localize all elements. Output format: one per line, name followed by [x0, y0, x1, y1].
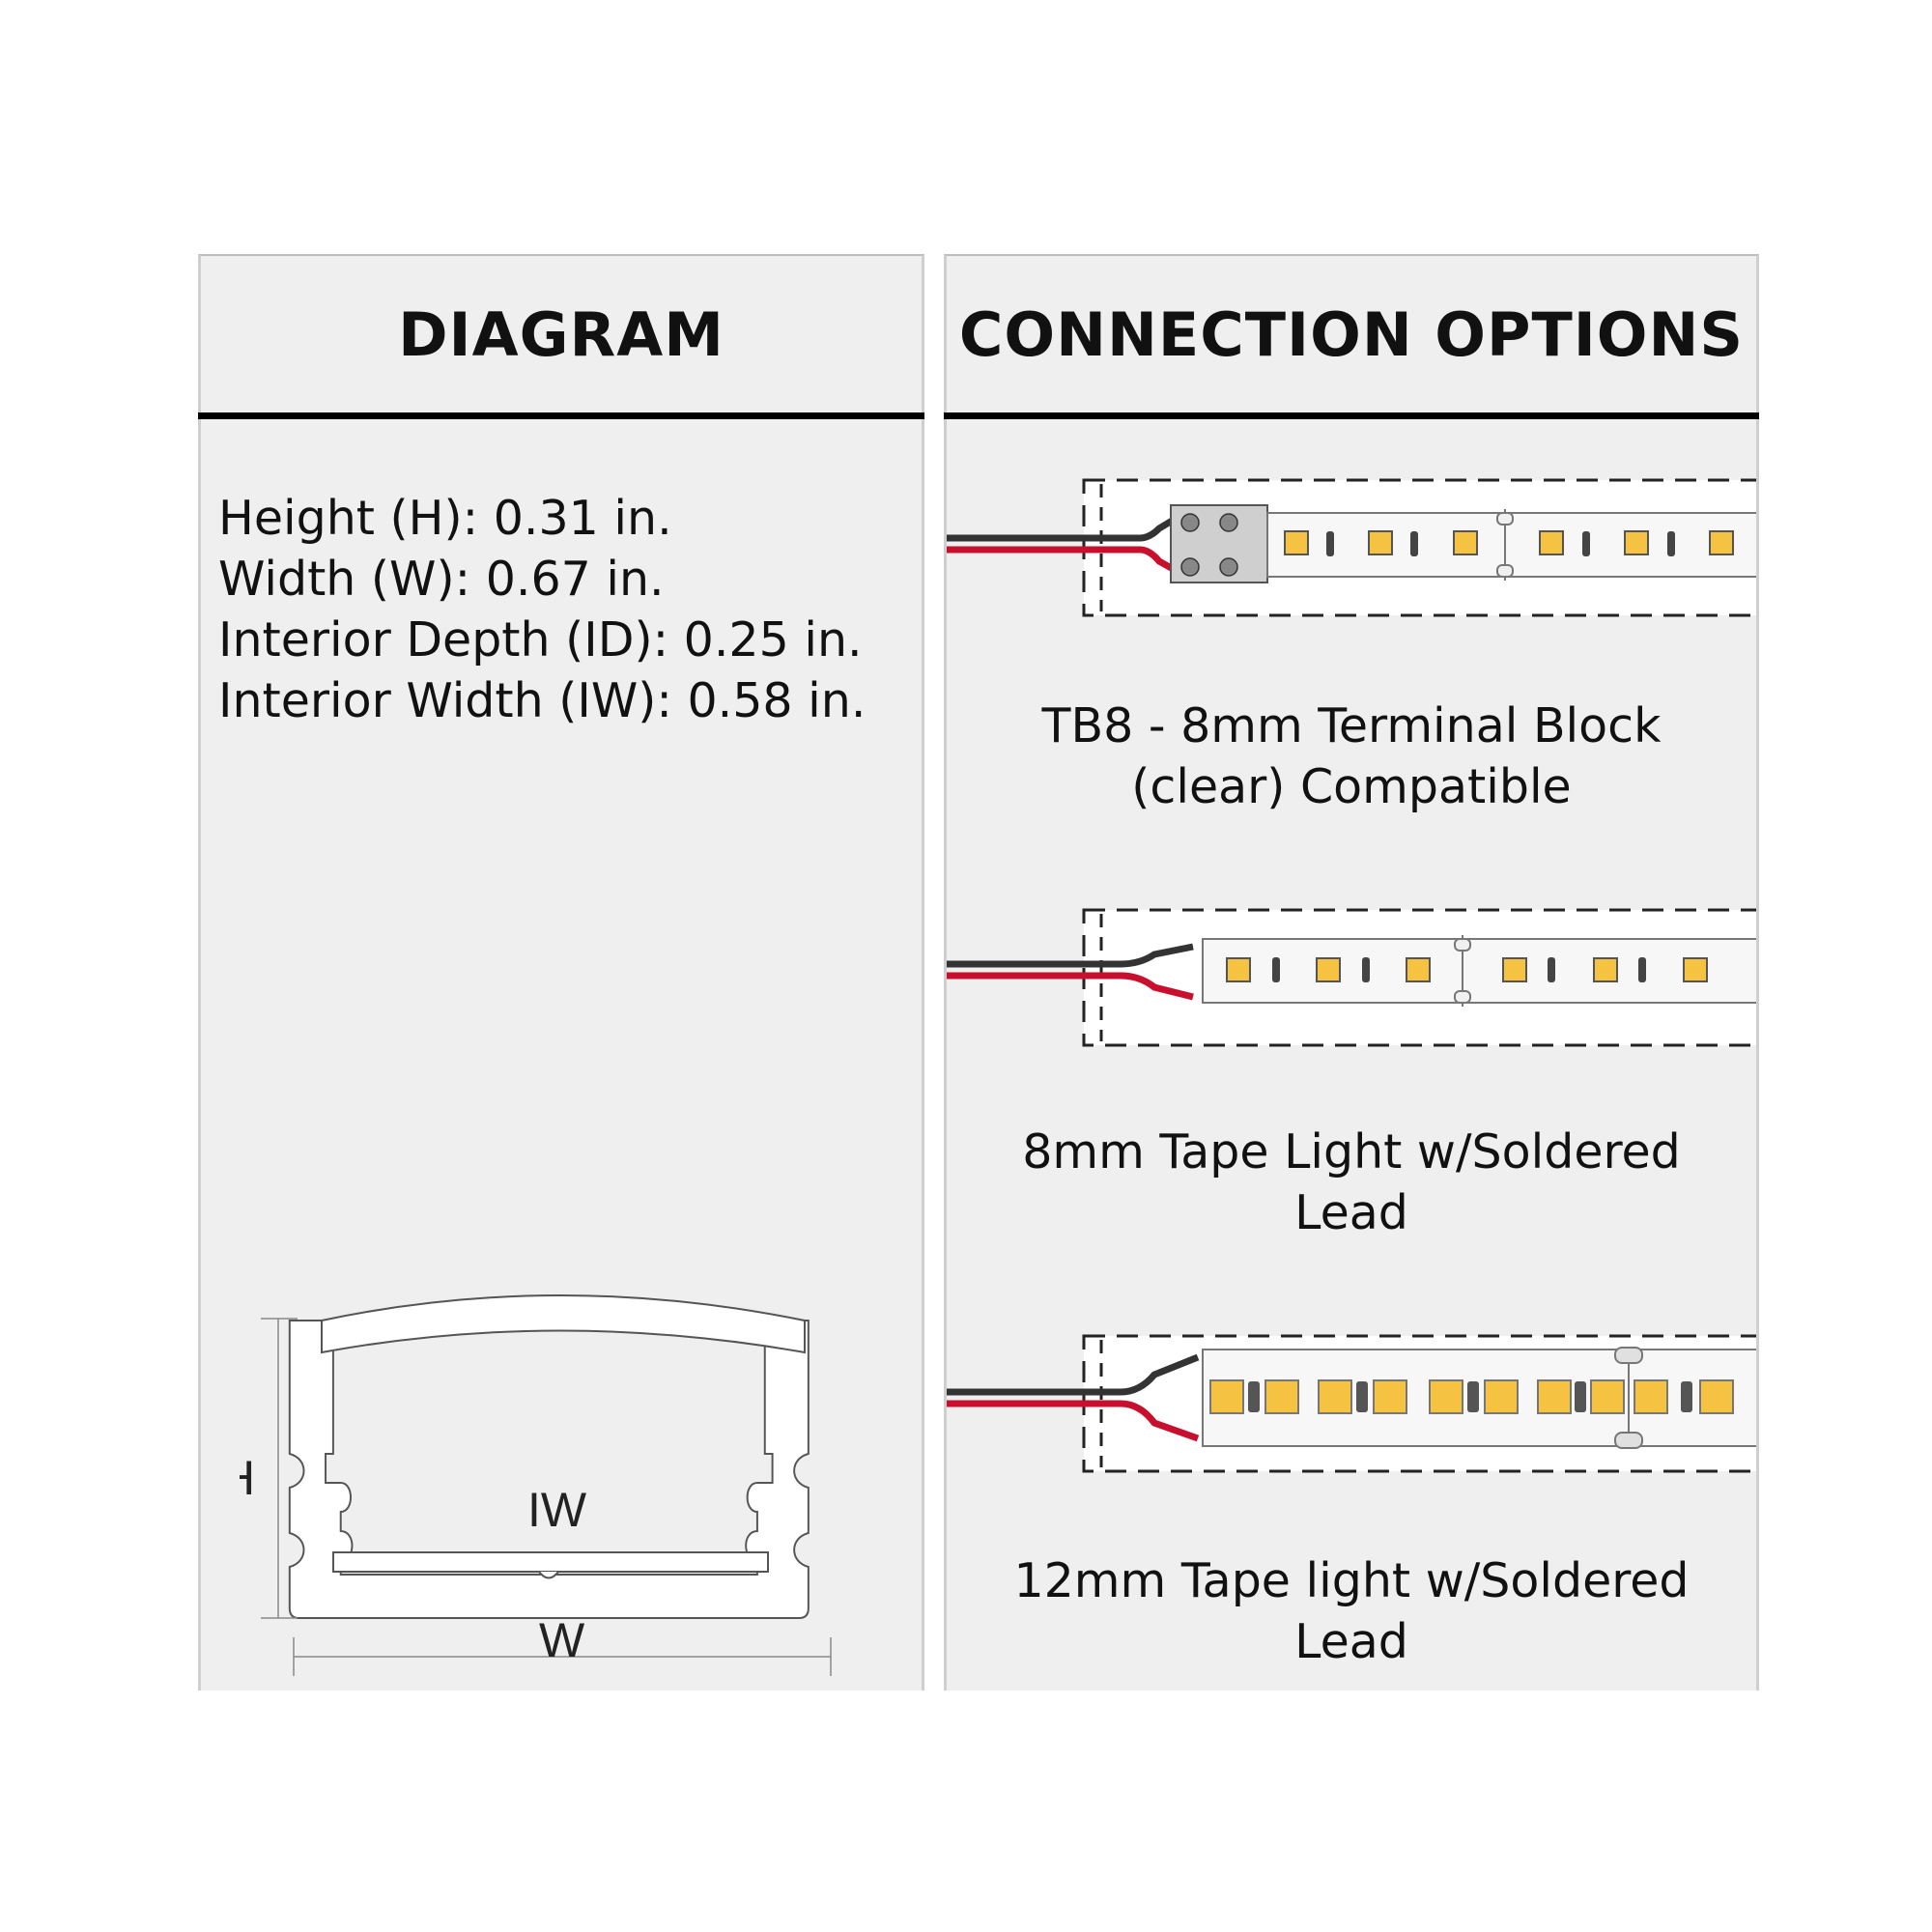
- connection-options-title: CONNECTION OPTIONS: [958, 298, 1745, 370]
- red-wire: [947, 972, 1194, 1001]
- led-row: [1226, 957, 1708, 982]
- option-2-caption-line1: 8mm Tape Light w/Soldered: [1022, 1124, 1681, 1179]
- channel-profile-drawing: H IW W: [240, 1294, 832, 1676]
- strip-notch: [538, 1571, 559, 1579]
- option-1-caption: TB8 - 8mm Terminal Block (clear) Compati…: [947, 696, 1756, 817]
- option-1-caption-line1: TB8 - 8mm Terminal Block: [1041, 698, 1662, 753]
- width-dimension: [293, 1637, 832, 1676]
- width-label: W: [539, 1613, 585, 1667]
- red-wire: [947, 1400, 1200, 1442]
- tape-strip: [1202, 938, 1756, 1004]
- option-3-caption: 12mm Tape light w/Soldered Lead: [947, 1550, 1756, 1672]
- red-wire: [947, 546, 1185, 579]
- resistor-row: [1326, 531, 1675, 556]
- led-row: [1284, 530, 1734, 555]
- option-1-caption-line2: (clear) Compatible: [1131, 759, 1572, 814]
- option-2-caption-line2: Lead: [1294, 1185, 1408, 1240]
- height-label: H: [240, 1451, 255, 1505]
- spec-width: Width (W): 0.67 in.: [218, 552, 665, 607]
- cut-point: [1454, 935, 1471, 1007]
- black-wire: [947, 1353, 1200, 1396]
- terminal-block-illustration: [947, 478, 1756, 617]
- 12mm-soldered-lead-illustration: [947, 1334, 1756, 1473]
- resistor-row: [1272, 957, 1646, 982]
- diagram-header: DIAGRAM: [198, 256, 924, 419]
- spec-height: Height (H): 0.31 in.: [218, 491, 672, 546]
- diagram-title: DIAGRAM: [398, 298, 724, 370]
- channel-outer-outline: [288, 1320, 810, 1619]
- black-wire: [947, 510, 1185, 542]
- resistor-row: [1248, 1381, 1692, 1412]
- black-wire: [947, 943, 1194, 968]
- led-row: [1209, 1379, 1734, 1414]
- interior-strip: [332, 1551, 769, 1573]
- spec-interior-depth: Interior Depth (ID): 0.25 in.: [218, 612, 863, 668]
- cut-point: [1614, 1347, 1643, 1449]
- option-2-caption: 8mm Tape Light w/Soldered Lead: [947, 1122, 1756, 1243]
- interior-width-label: IW: [527, 1483, 587, 1537]
- connection-options-header: CONNECTION OPTIONS: [944, 256, 1759, 419]
- height-dimension: [261, 1318, 298, 1619]
- option-3-caption-line1: 12mm Tape light w/Soldered: [1013, 1553, 1690, 1608]
- option-3-caption-line2: Lead: [1294, 1614, 1408, 1669]
- 8mm-soldered-lead-illustration: [947, 908, 1756, 1047]
- spec-interior-width: Interior Width (IW): 0.58 in.: [218, 673, 867, 728]
- cut-point: [1496, 509, 1514, 581]
- diffuser-cover: [321, 1294, 806, 1354]
- spec-list: Height (H): 0.31 in. Width (W): 0.67 in.…: [218, 488, 866, 731]
- diagram-panel: DIAGRAM Height (H): 0.31 in. Width (W): …: [198, 254, 924, 1690]
- connection-options-panel: CONNECTION OPTIONS TB8 - 8mm Terminal Bl…: [944, 254, 1759, 1690]
